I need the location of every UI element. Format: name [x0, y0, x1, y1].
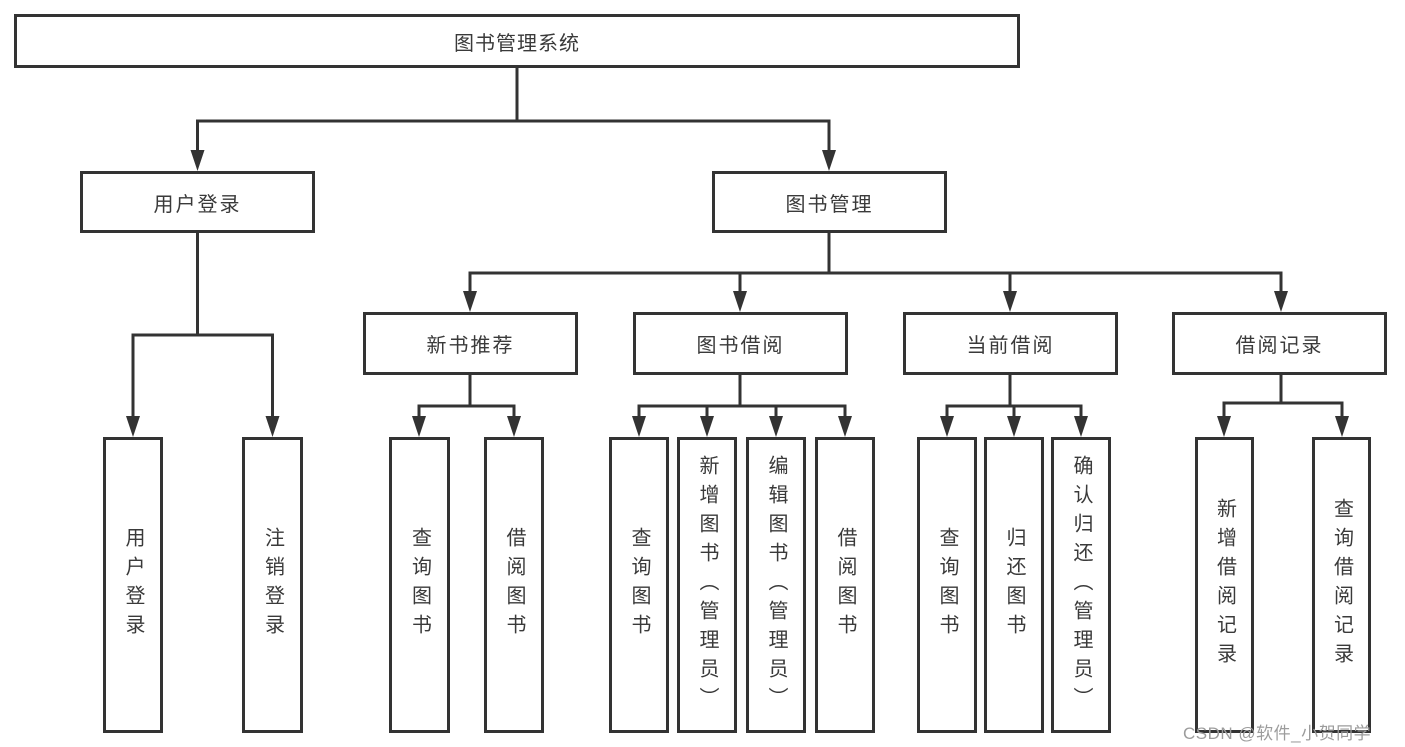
leaf-borrow-book-recommend: 借阅图书: [484, 437, 544, 733]
node-label: 查询图书: [628, 527, 650, 643]
node-label: 当前借阅: [966, 335, 1055, 357]
node-label: 借阅记录: [1235, 335, 1324, 357]
node-label: 借阅图书: [503, 527, 525, 643]
node-book-management-branch: 图书管理: [712, 171, 947, 233]
node-new-book-recommend: 新书推荐: [363, 312, 578, 375]
node-label: 查询借阅记录: [1330, 498, 1353, 672]
leaf-query-book: 查询图书: [609, 437, 669, 733]
node-label: 查询图书: [936, 527, 958, 643]
leaf-add-borrow-record: 新增借阅记录: [1195, 437, 1254, 733]
node-label: 查询图书: [408, 527, 431, 643]
leaf-logout: 注销登录: [242, 437, 303, 733]
leaf-user-login: 用户登录: [103, 437, 163, 733]
leaf-add-book-admin: 新增图书（管理员）: [677, 437, 737, 733]
node-system-root: 图书管理系统: [14, 14, 1020, 68]
leaf-edit-book-admin: 编辑图书（管理员）: [746, 437, 806, 733]
leaf-confirm-return-admin: 确认归还（管理员）: [1051, 437, 1111, 733]
node-label: 归还图书: [1003, 527, 1025, 643]
leaf-query-current-book: 查询图书: [917, 437, 977, 733]
node-book-borrow: 图书借阅: [633, 312, 848, 375]
node-label: 新增图书（管理员）: [696, 454, 718, 716]
node-label: 新书推荐: [426, 335, 515, 357]
node-label: 用户登录: [122, 527, 144, 643]
node-label: 图书借阅: [696, 335, 785, 357]
node-label: 用户登录: [153, 193, 242, 216]
node-current-borrow: 当前借阅: [903, 312, 1118, 375]
node-label: 新增借阅记录: [1213, 498, 1236, 672]
node-borrow-record: 借阅记录: [1172, 312, 1387, 375]
node-label: 图书管理: [785, 193, 874, 216]
node-label: 编辑图书（管理员）: [765, 454, 787, 716]
node-label: 注销登录: [261, 527, 284, 643]
leaf-query-book-recommend: 查询图书: [389, 437, 450, 733]
node-label: 借阅图书: [834, 527, 856, 643]
node-label: 图书管理系统: [454, 32, 580, 55]
leaf-borrow-book: 借阅图书: [815, 437, 875, 733]
leaf-return-book: 归还图书: [984, 437, 1044, 733]
node-label: 确认归还（管理员）: [1070, 454, 1092, 716]
leaf-query-borrow-record: 查询借阅记录: [1312, 437, 1371, 733]
csdn-watermark: CSDN @软件_小贺同学: [1183, 724, 1372, 743]
node-user-login-branch: 用户登录: [80, 171, 315, 233]
